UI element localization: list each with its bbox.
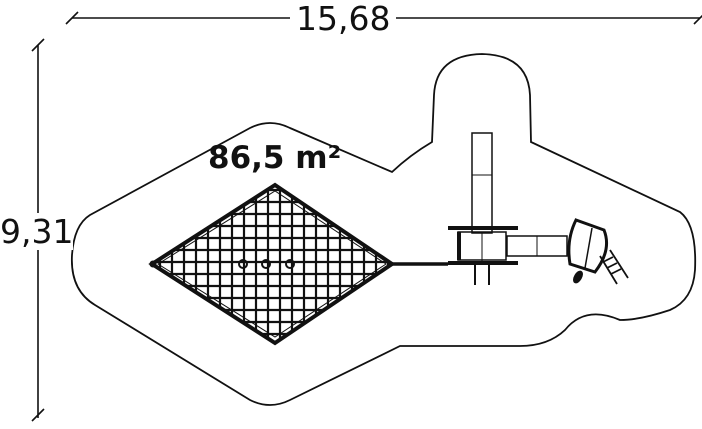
- width-dimension-label: 15,68: [290, 2, 397, 35]
- area-label: 86,5 m²: [208, 140, 342, 176]
- safety-zone-outline: [71, 53, 697, 406]
- net-pyramid: [148, 182, 396, 346]
- height-dimension-label: 9,31: [0, 212, 74, 251]
- play-tower: [392, 132, 629, 285]
- dimension-lines: [31, 11, 702, 422]
